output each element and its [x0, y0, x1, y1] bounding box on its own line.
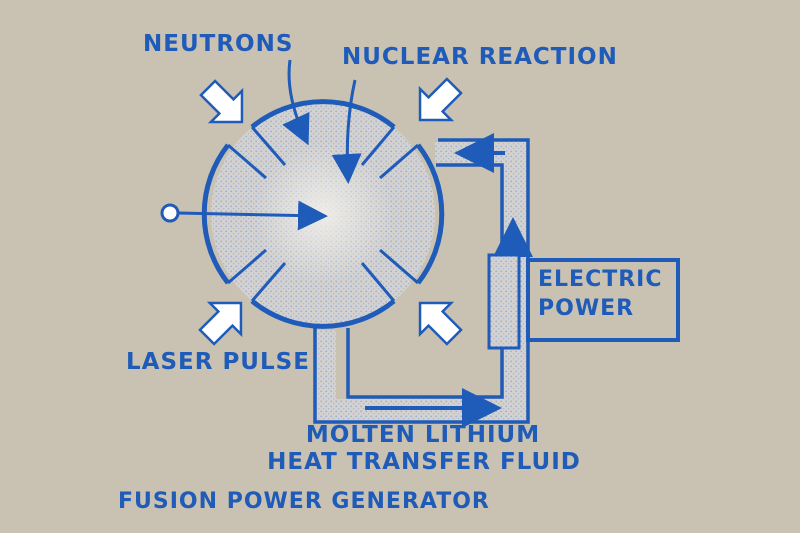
- generator-box: [487, 253, 680, 350]
- caption-title: FUSION POWER GENERATOR: [118, 489, 490, 514]
- power-label: POWER: [538, 296, 635, 321]
- molten-lithium-label: MOLTEN LITHIUM: [305, 422, 541, 448]
- electric-label: ELECTRIC: [538, 267, 663, 292]
- nuclear-reaction-label: NUCLEAR REACTION: [342, 44, 618, 70]
- laser-beam: [160, 200, 328, 231]
- label-pointer-arrows: [282, 59, 362, 184]
- heat-transfer-fluid-label: HEAT TRANSFER FLUID: [267, 449, 581, 475]
- laser-pulse-label: LASER PULSE: [126, 349, 310, 375]
- lithium-loop: [313, 133, 533, 428]
- neutrons-label: NEUTRONS: [143, 31, 294, 57]
- white-block-arrows: [198, 77, 463, 346]
